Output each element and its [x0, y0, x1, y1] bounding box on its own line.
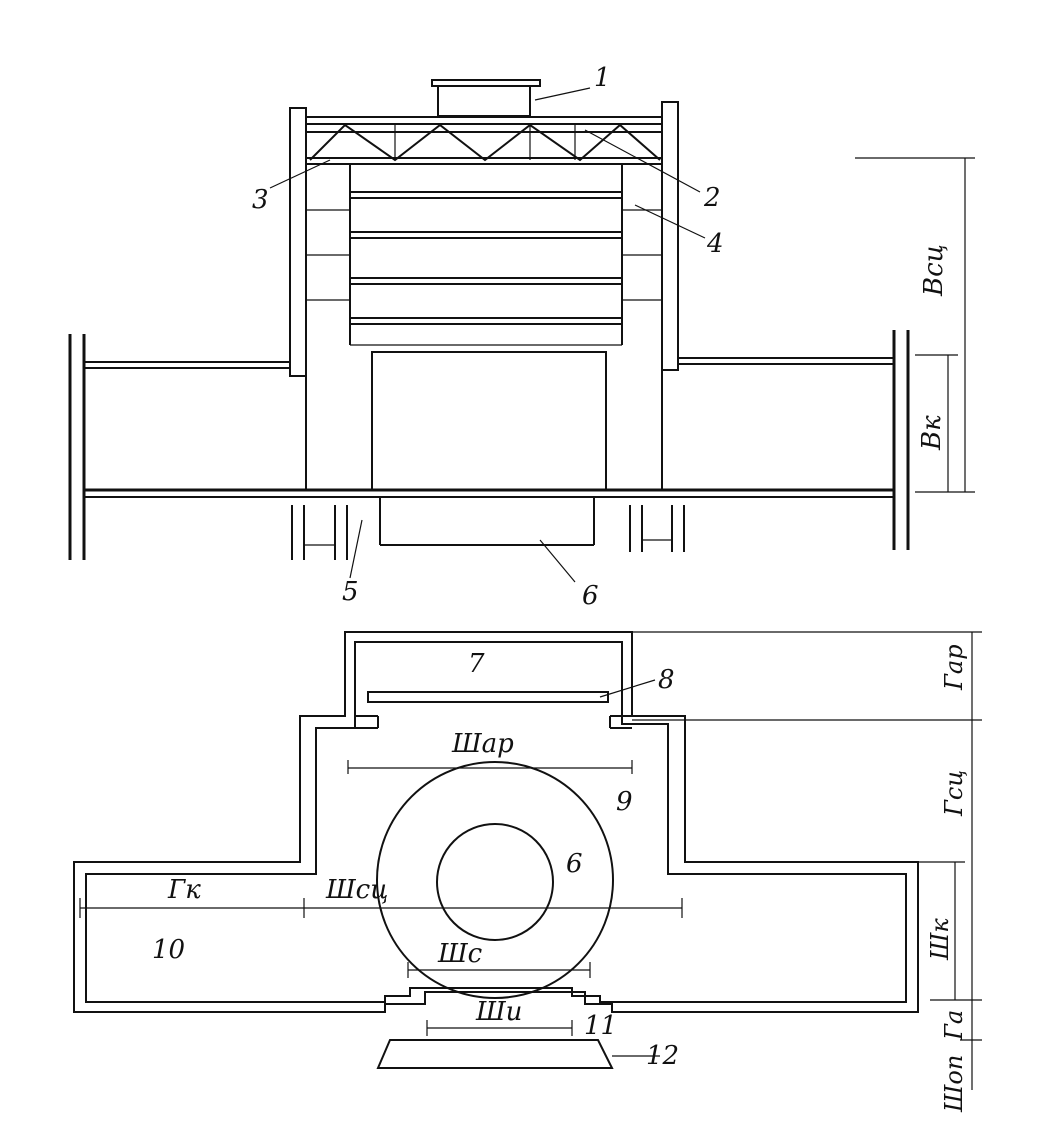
- callout-10: 10: [152, 935, 185, 965]
- dim-total-height: Всц: [919, 244, 949, 297]
- callout-11: 11: [584, 1011, 617, 1041]
- dim-proscenium-width: Шu: [475, 997, 522, 1027]
- callout-1: 1: [594, 63, 611, 93]
- callout-5: 5: [342, 577, 359, 607]
- callout-6-plan: 6: [566, 849, 583, 879]
- dim-crane-width: Шк: [926, 918, 954, 961]
- callout-2: 2: [703, 183, 721, 213]
- callout-7: 7: [468, 649, 485, 679]
- callout-12: 12: [646, 1041, 679, 1071]
- elevation-section: [68, 79, 975, 583]
- dim-center-depth: Гсц: [940, 770, 968, 817]
- callout-8: 8: [658, 665, 675, 695]
- dim-stage-width: Шс: [437, 939, 483, 969]
- callout-6-elevation: 6: [582, 581, 599, 611]
- dim-center-width: Шсц: [325, 875, 388, 905]
- dim-ar-width: Шар: [451, 729, 514, 759]
- dim-crane-height: Вк: [917, 415, 947, 451]
- plan-view: [73, 631, 982, 1090]
- dim-crane-length: Гк: [167, 875, 201, 905]
- dim-orchestra-width: Шоп: [940, 1055, 968, 1113]
- dim-apron-depth: Га: [940, 1010, 968, 1041]
- callout-3: 3: [252, 185, 269, 215]
- callout-4: 4: [706, 229, 724, 259]
- dim-ar-depth: Гар: [940, 644, 968, 691]
- callout-9: 9: [616, 787, 633, 817]
